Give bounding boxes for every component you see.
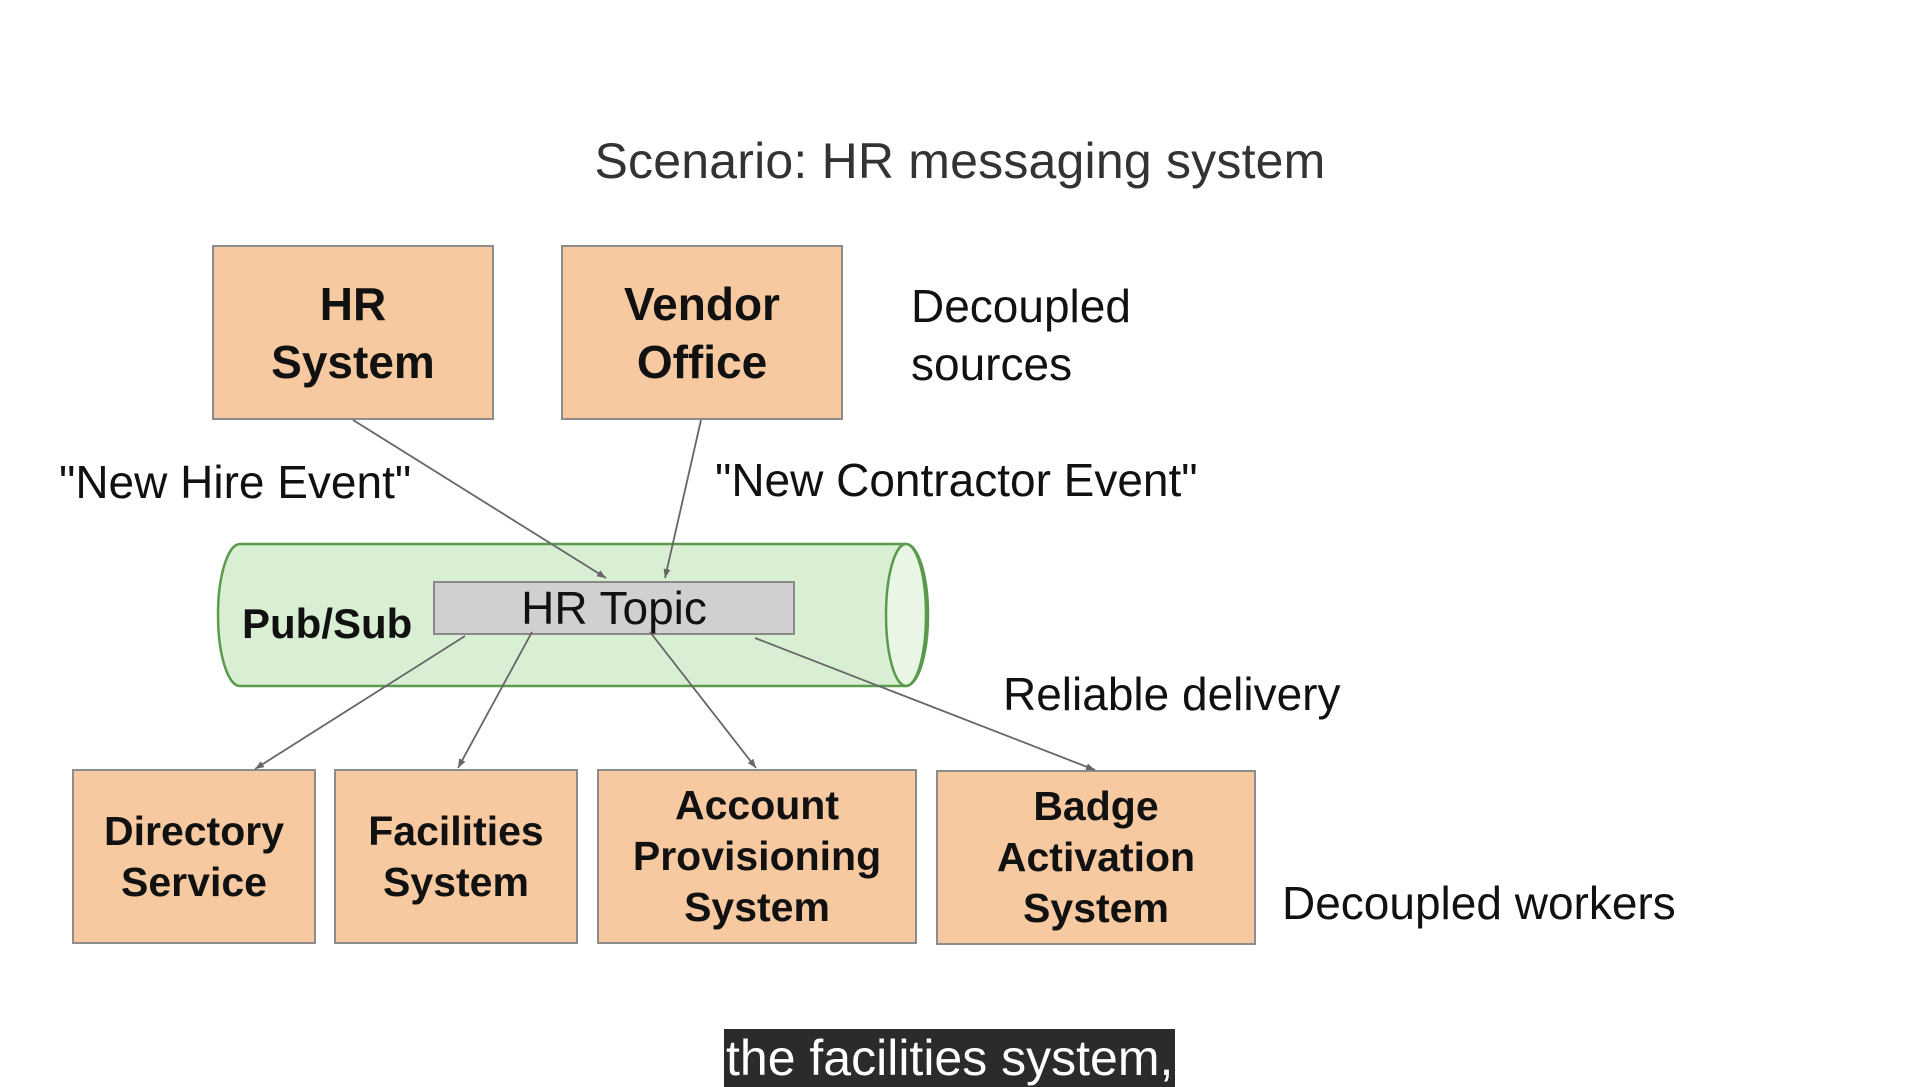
hr-system-box: HR System xyxy=(212,245,494,420)
decoupled-workers-note: Decoupled workers xyxy=(1282,877,1676,929)
directory-service-label: Directory Service xyxy=(103,807,284,905)
new-hire-event-label: "New Hire Event" xyxy=(59,456,412,508)
arrow-topic-to-directory xyxy=(254,635,466,770)
pubsub-label: Pub/Sub xyxy=(242,600,413,647)
badge-activation-box: Badge Activation System xyxy=(936,770,1256,945)
arrow-vendor-to-topic xyxy=(663,419,702,579)
directory-service-box: Directory Service xyxy=(72,769,316,944)
reliable-delivery-note: Reliable delivery xyxy=(1003,668,1341,720)
pipe-end-cap xyxy=(884,542,928,688)
arrow-topic-to-account xyxy=(649,631,757,769)
vendor-office-label: Vendor Office xyxy=(624,277,780,388)
badge-activation-label: Badge Activation System xyxy=(996,783,1196,931)
facilities-system-box: Facilities System xyxy=(334,769,578,944)
hr-topic: HR Topic xyxy=(433,581,795,635)
video-caption: the facilities system, xyxy=(724,1029,1176,1087)
account-provisioning-label: Account Provisioning System xyxy=(632,782,882,930)
diagram-title: Scenario: HR messaging system xyxy=(594,133,1326,189)
arrow-hr-to-topic xyxy=(352,419,607,579)
arrow-topic-to-badge xyxy=(754,637,1096,771)
new-contractor-event-label: "New Contractor Event" xyxy=(715,454,1198,506)
hr-system-label: HR System xyxy=(271,277,435,388)
arrow-topic-to-facilities xyxy=(457,631,533,769)
vendor-office-box: Vendor Office xyxy=(561,245,843,420)
decoupled-sources-note: Decoupled sources xyxy=(911,280,1131,390)
facilities-system-label: Facilities System xyxy=(368,807,544,905)
account-provisioning-box: Account Provisioning System xyxy=(597,769,917,944)
